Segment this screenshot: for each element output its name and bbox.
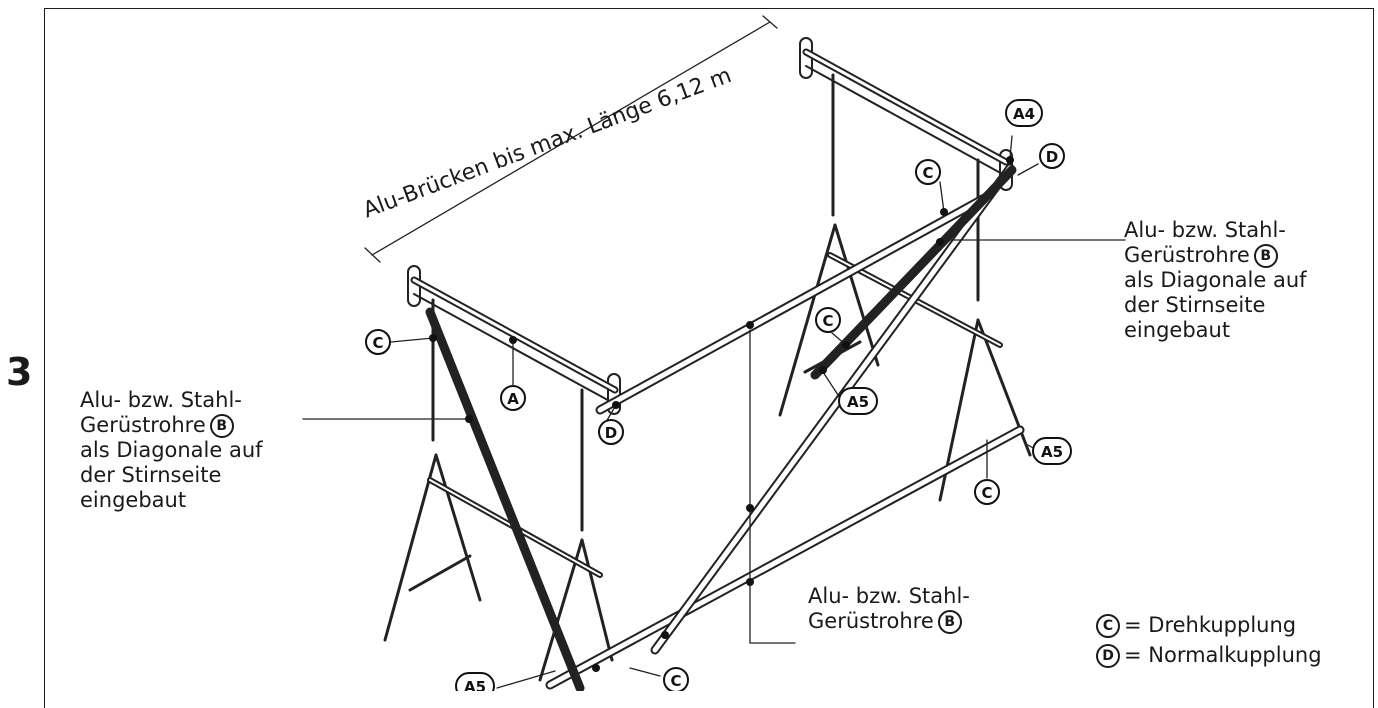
callout-left-line-1: Alu- bzw. Stahl- [80, 388, 242, 412]
label-c-right-low: C [974, 479, 1000, 505]
label-c-left-top: C [365, 329, 391, 355]
svg-text:C: C [922, 164, 933, 182]
label-d-left: D [598, 419, 624, 445]
dimension-tick-left [364, 247, 381, 263]
left-trestle [383, 265, 621, 682]
step-number: 3 [6, 350, 33, 394]
label-d-right: D [1039, 143, 1065, 169]
ref-b-badge: B [937, 610, 962, 634]
instruction-diagram: 3 [6, 8, 1374, 708]
callout-right-line-5: eingebaut [1124, 318, 1231, 342]
label-a-left: A [500, 385, 526, 411]
callout-left-line-5: eingebaut [80, 488, 187, 512]
label-c-bottom: C [663, 667, 689, 691]
label-a5-mid: A5 [838, 387, 878, 415]
callout-center-line-1: Alu- bzw. Stahl- [808, 584, 970, 608]
diagram-frame [44, 8, 1374, 708]
ref-b-badge: B [1253, 244, 1278, 268]
coupling-dots [429, 156, 1014, 672]
svg-text:D: D [605, 424, 617, 442]
svg-text:A: A [507, 390, 519, 408]
dimension-line [371, 21, 771, 256]
label-c-right-top: C [915, 159, 941, 185]
dimension-tick-right [762, 15, 778, 29]
svg-text:A4: A4 [1013, 105, 1035, 123]
legend: C= Drehkupplung D= Normalkupplung [1096, 610, 1322, 670]
label-c-mid: C [815, 307, 841, 333]
right-diagonal-tube [810, 165, 1017, 380]
left-diagonal-tube [425, 307, 585, 691]
callout-right-line-3: als Diagonale auf [1124, 268, 1307, 292]
svg-text:A5: A5 [1041, 443, 1063, 461]
longitudinal-tubes [545, 163, 1025, 690]
svg-text:A5: A5 [464, 678, 486, 691]
svg-text:C: C [670, 672, 681, 690]
svg-text:C: C [981, 484, 992, 502]
callout-right-line-1: Alu- bzw. Stahl- [1124, 218, 1286, 242]
legend-row-c: C= Drehkupplung [1096, 610, 1322, 640]
part-labels: C A D A4 D C C A5 A5 C A5 C [365, 99, 1072, 691]
ref-d-badge: D [1096, 644, 1120, 668]
label-a4: A4 [1005, 99, 1043, 127]
ref-c-badge: C [1096, 614, 1120, 638]
legend-row-d: D= Normalkupplung [1096, 640, 1322, 670]
callout-left-line-3: als Diagonale auf [80, 438, 263, 462]
leader-lines [302, 135, 1126, 689]
label-a5-right: A5 [1032, 437, 1072, 465]
callout-left-line-4: der Stirnseite [80, 463, 222, 487]
scaffold-drawing: C A D A4 D C C A5 A5 C A5 C [302, 15, 1126, 691]
svg-text:D: D [1046, 148, 1058, 166]
ref-b-badge: B [209, 414, 234, 438]
svg-text:A5: A5 [847, 393, 869, 411]
label-a5-bottom: A5 [455, 672, 495, 691]
svg-text:C: C [822, 312, 833, 330]
svg-text:C: C [372, 334, 383, 352]
callout-right-line-4: der Stirnseite [1124, 293, 1266, 317]
